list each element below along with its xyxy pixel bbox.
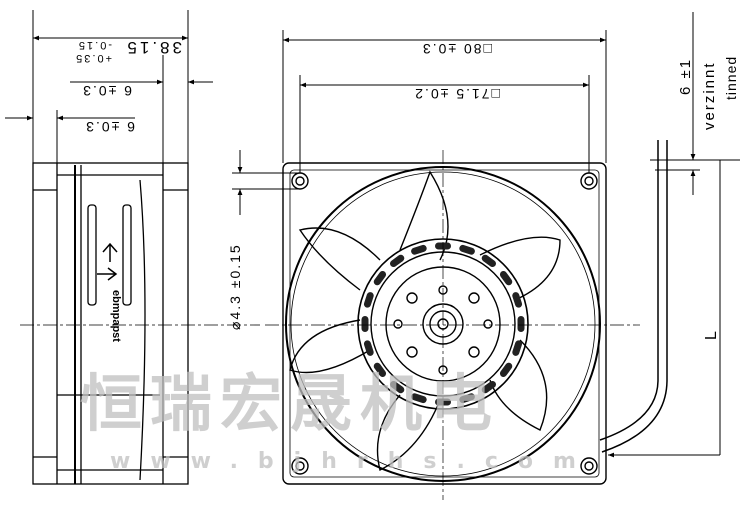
outer-dimension: □80 ±0.3 — [421, 41, 492, 57]
wire-finish-de: verzinnt — [701, 61, 718, 130]
hub-slot — [373, 271, 387, 286]
hub-slot — [363, 292, 374, 308]
hub-slot — [481, 254, 496, 268]
svg-text:-0.15: -0.15 — [77, 39, 112, 51]
flange-dimension-1: 6 ±0.3 — [81, 83, 132, 99]
hub-slot — [512, 340, 523, 356]
brand-label: ebmpapst — [110, 290, 122, 342]
hub-slot — [481, 380, 496, 394]
hub-slot — [390, 254, 405, 268]
hub-slot — [411, 244, 427, 255]
watermark-company: 恒瑞宏晟机电 — [80, 367, 500, 440]
hub-slot — [363, 340, 374, 356]
side-dimensions — [5, 10, 213, 163]
hub-slot — [435, 398, 451, 406]
front-dimensions — [232, 12, 740, 458]
hub-slot — [459, 244, 475, 255]
watermark-website: www.bjhrhs.com — [110, 449, 596, 474]
hub-slot — [390, 380, 405, 394]
hub-slot — [499, 271, 513, 286]
hub-slot — [361, 316, 369, 332]
hole-spacing-dimension: □71.5 ±0.2 — [413, 86, 500, 102]
hub-slot — [411, 393, 427, 404]
center-lines — [265, 150, 640, 500]
hub-slot — [512, 292, 523, 308]
svg-text:38.15: 38.15 — [124, 38, 182, 57]
svg-text:+0.35: +0.35 — [74, 52, 112, 64]
flange-dimension-2: 6 ±0.3 — [84, 119, 135, 135]
hub-slots — [361, 242, 525, 406]
depth-dimension: 38.15 -0.15 +0.35 — [74, 38, 182, 64]
hub-slot — [517, 316, 525, 332]
wire-finish-en: tinned — [723, 56, 739, 100]
hub-slot — [499, 362, 513, 377]
hub-slot — [373, 362, 387, 377]
hub-slot — [459, 393, 475, 404]
wire-length-label: L — [703, 331, 720, 340]
strip-length-dimension: 6 ±1 — [677, 58, 694, 95]
hole-diameter-dimension: ⌀4.3 ±0.15 — [227, 243, 243, 330]
side-view — [20, 162, 260, 485]
